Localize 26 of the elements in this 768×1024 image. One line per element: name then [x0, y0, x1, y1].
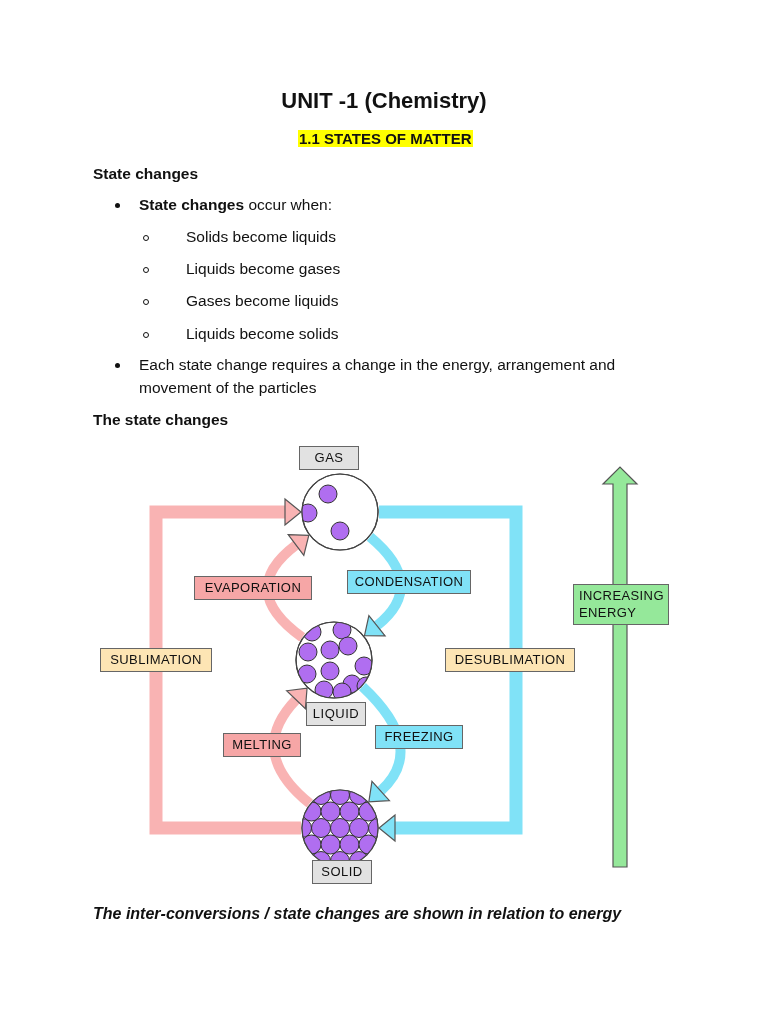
list-item: Solids become liquids [186, 227, 336, 247]
subheading: State changes [93, 164, 199, 184]
state-change-arrow [149, 498, 302, 835]
list-item: Gases become liquids [186, 291, 339, 311]
edge-label: MELTING [223, 733, 301, 757]
state-label: SOLID [312, 860, 372, 884]
state-change-arrow [358, 683, 406, 804]
bullet-text: Each state change requires a change in the energy, arrangement and movement of the particles [139, 355, 617, 398]
state-change-arrow [262, 534, 309, 642]
list-item: Liquids become gases [186, 259, 341, 279]
edge-label: DESUBLIMATION [445, 648, 575, 672]
state-label: GAS [299, 446, 359, 470]
subheading: The state changes [93, 410, 229, 430]
edge-label: SUBLIMATION [100, 648, 212, 672]
edge-label: EVAPORATION [194, 576, 312, 600]
state-label: LIQUID [306, 702, 366, 726]
label-box: INCREASING ENERGY [573, 584, 669, 625]
edge-label: FREEZING [375, 725, 463, 749]
state-change-arrow [378, 505, 523, 842]
figure-caption: The inter-conversions / state changes are shown in relation to energy [93, 905, 622, 923]
section-heading: 1.1 STATES OF MATTER [298, 130, 473, 147]
bullet-text: State changes occur when: [139, 195, 332, 215]
state-change-arrow [269, 687, 313, 808]
edge-label: CONDENSATION [347, 570, 471, 594]
page-title: UNIT -1 (Chemistry) [280, 88, 488, 114]
list-item: Liquids become solids [186, 324, 339, 344]
